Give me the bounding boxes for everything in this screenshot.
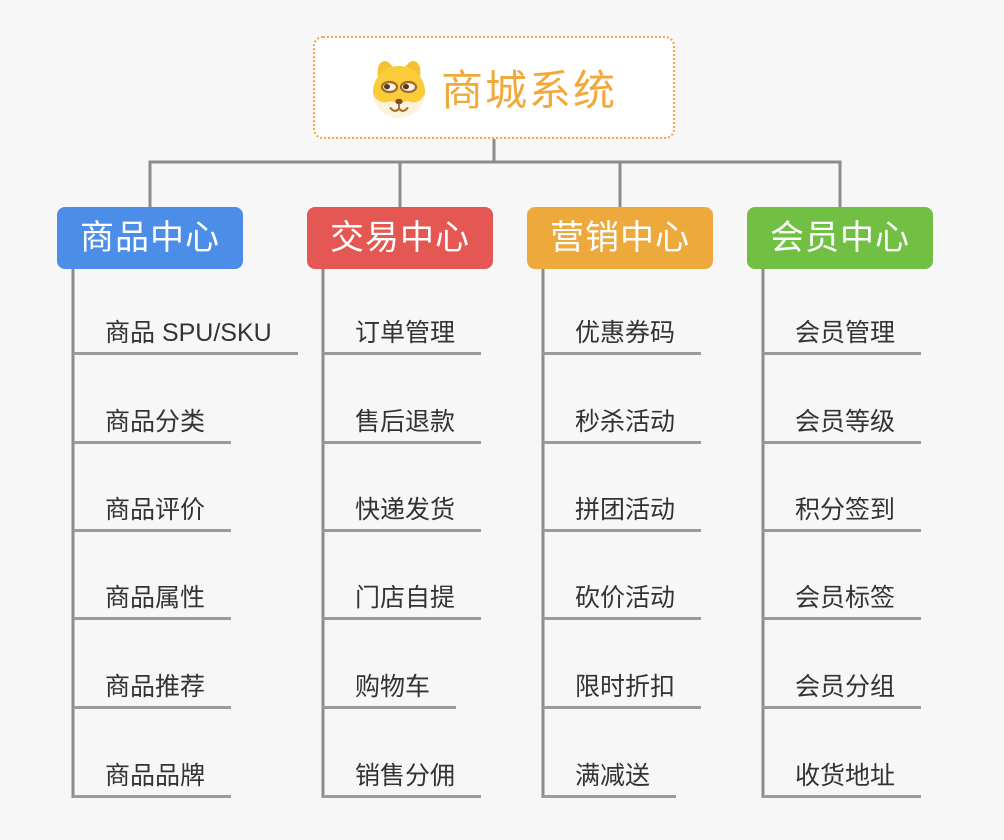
leaf-node[interactable]: 砍价活动 [543, 583, 702, 620]
leaf-node[interactable]: 会员分组 [763, 672, 922, 709]
leaf-node[interactable]: 销售分佣 [323, 761, 482, 798]
branch-node[interactable]: 营销中心 [527, 207, 713, 269]
leaf-node[interactable]: 拼团活动 [543, 495, 702, 532]
leaf-node[interactable]: 满减送 [543, 761, 677, 798]
leaf-node[interactable]: 积分签到 [763, 495, 922, 532]
leaf-node[interactable]: 会员管理 [763, 318, 922, 355]
leaf-node[interactable]: 限时折扣 [543, 672, 702, 709]
leaf-node[interactable]: 快递发货 [323, 495, 482, 532]
branch-node[interactable]: 会员中心 [747, 207, 933, 269]
branch-node[interactable]: 商品中心 [57, 207, 243, 269]
leaf-node[interactable]: 商品分类 [73, 407, 232, 444]
root-title: 商城系统 [440, 67, 617, 114]
leaf-node[interactable]: 门店自提 [323, 583, 482, 620]
branch-node[interactable]: 交易中心 [307, 207, 493, 269]
leaf-node[interactable]: 收货地址 [763, 761, 922, 798]
leaf-node[interactable]: 订单管理 [323, 318, 482, 355]
leaf-node[interactable]: 商品评价 [73, 495, 232, 532]
leaf-node[interactable]: 优惠券码 [543, 318, 702, 355]
root-node[interactable]: 商城系统 [313, 36, 675, 139]
leaf-node[interactable]: 商品推荐 [73, 672, 232, 709]
leaf-node[interactable]: 会员标签 [763, 583, 922, 620]
leaf-node[interactable]: 会员等级 [763, 407, 922, 444]
dog-face-icon [372, 60, 425, 118]
leaf-node[interactable]: 购物车 [323, 672, 457, 709]
leaf-node[interactable]: 商品属性 [73, 583, 232, 620]
leaf-node[interactable]: 秒杀活动 [543, 407, 702, 444]
leaf-node[interactable]: 商品 SPU/SKU [73, 318, 298, 355]
leaf-node[interactable]: 商品品牌 [73, 761, 232, 798]
leaf-node[interactable]: 售后退款 [323, 407, 482, 444]
